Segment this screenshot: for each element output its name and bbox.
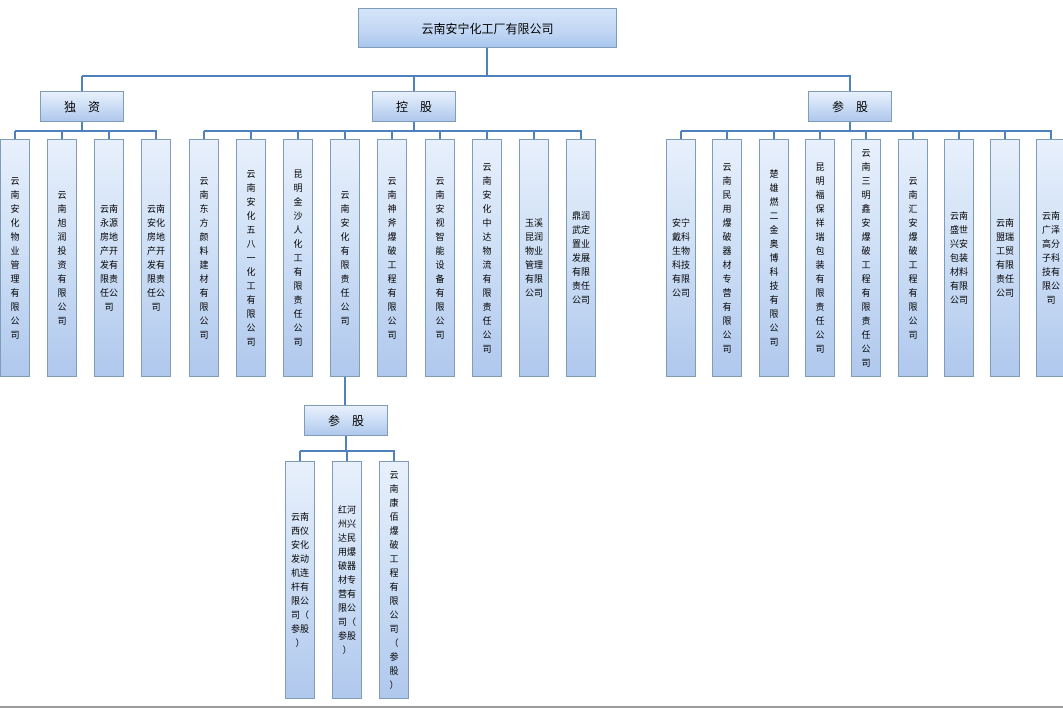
child-drop-line — [1004, 131, 1006, 140]
branch-label-box: 参 股 — [808, 91, 892, 122]
company-box: 云南安化房地产开发有限责任公司 — [141, 139, 171, 377]
company-box-label: 云南康佰爆破工程有限公司（参股） — [389, 470, 399, 690]
company-box-label: 昆明福保祥瑞包装有限责任公司 — [815, 162, 825, 354]
company-box-label: 鼎润武定置业发展有限责任公司 — [571, 211, 590, 305]
company-box-label: 玉溪昆润物业管理有限公司 — [524, 218, 543, 298]
branch-stem-line — [849, 122, 851, 132]
child-drop-line — [486, 131, 488, 140]
company-box: 鼎润武定置业发展有限责任公司 — [566, 139, 596, 377]
child-drop-line — [297, 131, 299, 140]
company-box-label: 安宁戴科生物科技有限公司 — [671, 218, 690, 298]
branch-drop-line — [413, 76, 415, 92]
company-box-label: 云南盛世兴安包装材料有限公司 — [949, 211, 968, 305]
company-box: 云南安化五八一化工有限公司 — [236, 139, 266, 377]
branch-label-box: 控 股 — [372, 91, 456, 122]
company-box-label: 云南民用爆破器材专营有限公司 — [722, 162, 732, 354]
branch-stem-line — [81, 122, 83, 132]
branch-drop-line — [81, 76, 83, 92]
sub-parent-stem-line — [344, 377, 346, 406]
sub-child-drop-line — [299, 451, 301, 462]
child-drop-line — [773, 131, 775, 140]
company-box-label: 云南东方颜料建材有限公司 — [199, 176, 209, 340]
company-box: 云南盟瑞工贸有限责任公司 — [990, 139, 1020, 377]
company-box-label: 云南安视智能设备有限公司 — [435, 176, 445, 340]
child-drop-line — [533, 131, 535, 140]
root-stem-line — [486, 48, 488, 77]
child-drop-line — [726, 131, 728, 140]
company-box-label: 云南广泽高分子科技有限公司 — [1041, 211, 1060, 305]
company-box: 云南盛世兴安包装材料有限公司 — [944, 139, 974, 377]
company-box-label: 云南安化中达物流有限责任公司 — [482, 162, 492, 354]
child-drop-line — [391, 131, 393, 140]
company-box-label: 云南安化有限责任公司 — [340, 190, 350, 326]
branch-label-box: 独 资 — [40, 91, 124, 122]
branch-stem-line — [413, 122, 415, 132]
child-drop-line — [61, 131, 63, 140]
company-box-label: 楚雄燃二金奥博科技有限公司 — [769, 169, 779, 347]
company-box: 昆明金沙人化工有限责任公司 — [283, 139, 313, 377]
branch-label-box-label: 控 股 — [395, 100, 432, 114]
company-box-label: 昆明金沙人化工有限责任公司 — [293, 169, 303, 347]
sub-branch-label-box: 参 股 — [304, 405, 388, 436]
group-bus-line — [14, 130, 158, 132]
company-box: 楚雄燃二金奥博科技有限公司 — [759, 139, 789, 377]
company-box: 云南安化有限责任公司 — [330, 139, 360, 377]
company-box-label: 云南盟瑞工贸有限责任公司 — [995, 218, 1014, 298]
company-box: 云南西仪安化发动机连杆有限公司（参股） — [285, 461, 315, 699]
company-box-label: 云南神斧爆破工程有限公司 — [387, 176, 397, 340]
branch-label-box-label: 参 股 — [831, 100, 868, 114]
branch-drop-line — [849, 76, 851, 92]
child-drop-line — [155, 131, 157, 140]
main-bus-line — [82, 75, 851, 77]
company-box: 云南安视智能设备有限公司 — [425, 139, 455, 377]
branch-label-box-label: 独 资 — [63, 100, 100, 114]
company-box: 云南旭润投资有限公司 — [47, 139, 77, 377]
company-box: 玉溪昆润物业管理有限公司 — [519, 139, 549, 377]
company-box-label: 云南安化物业管理有限公司 — [10, 176, 20, 340]
company-box: 云南安化物业管理有限公司 — [0, 139, 30, 377]
child-drop-line — [108, 131, 110, 140]
child-drop-line — [203, 131, 205, 140]
company-box: 云南安化中达物流有限责任公司 — [472, 139, 502, 377]
company-box-label: 红河州兴达民用爆破器材专营有限公司（参股） — [337, 505, 356, 655]
company-box-label: 云南安化五八一化工有限公司 — [246, 169, 256, 347]
company-box-label: 云南西仪安化发动机连杆有限公司（参股） — [290, 512, 309, 648]
child-drop-line — [1050, 131, 1052, 140]
company-box: 云南永源房地产开发有限责任公司 — [94, 139, 124, 377]
company-box: 云南康佰爆破工程有限公司（参股） — [379, 461, 409, 699]
child-drop-line — [865, 131, 867, 140]
child-drop-line — [344, 131, 346, 140]
child-drop-line — [439, 131, 441, 140]
child-drop-line — [14, 131, 16, 140]
org-root-box: 云南安宁化工厂有限公司 — [358, 8, 617, 48]
child-drop-line — [912, 131, 914, 140]
child-drop-line — [819, 131, 821, 140]
sub-child-drop-line — [346, 451, 348, 462]
company-box: 云南民用爆破器材专营有限公司 — [712, 139, 742, 377]
company-box: 云南东方颜料建材有限公司 — [189, 139, 219, 377]
child-drop-line — [250, 131, 252, 140]
company-box-label: 云南三明鑫安爆破工程有限责任公司 — [861, 148, 871, 368]
child-drop-line — [680, 131, 682, 140]
child-drop-line — [958, 131, 960, 140]
company-box-label: 云南永源房地产开发有限责任公司 — [99, 204, 118, 312]
company-box-label: 云南旭润投资有限公司 — [57, 190, 67, 326]
company-box: 安宁戴科生物科技有限公司 — [666, 139, 696, 377]
company-box: 云南汇安爆破工程有限公司 — [898, 139, 928, 377]
sub-child-drop-line — [393, 451, 395, 462]
company-box-label: 云南汇安爆破工程有限公司 — [908, 176, 918, 340]
company-box: 云南三明鑫安爆破工程有限责任公司 — [851, 139, 881, 377]
company-box: 云南神斧爆破工程有限公司 — [377, 139, 407, 377]
company-box: 昆明福保祥瑞包装有限责任公司 — [805, 139, 835, 377]
child-drop-line — [580, 131, 582, 140]
org-root-label: 云南安宁化工厂有限公司 — [421, 21, 554, 36]
company-box: 红河州兴达民用爆破器材专营有限公司（参股） — [332, 461, 362, 699]
sub-branch-label-box-label: 参 股 — [327, 414, 364, 428]
company-box: 云南广泽高分子科技有限公司 — [1036, 139, 1063, 377]
sub-branch-stem-line — [345, 436, 347, 452]
company-box-label: 云南安化房地产开发有限责任公司 — [146, 204, 165, 312]
